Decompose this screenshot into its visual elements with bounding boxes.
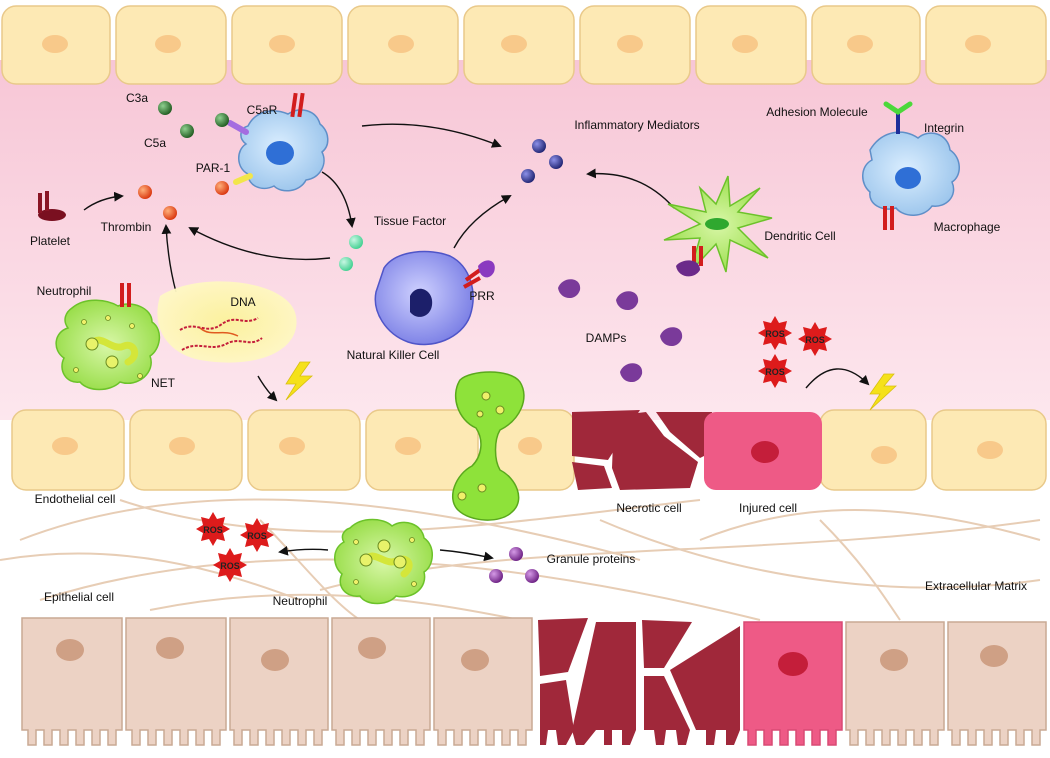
label-adhesion-molecule: Adhesion Molecule bbox=[766, 105, 868, 119]
platelet bbox=[38, 191, 66, 221]
label-par1: PAR-1 bbox=[196, 161, 231, 175]
ros-star: ROS bbox=[196, 512, 230, 546]
epithelial-cell bbox=[331, 617, 431, 746]
necrotic-endothelial-cell bbox=[572, 410, 712, 490]
endothelial-cell bbox=[129, 409, 243, 491]
label-injured-cell: Injured cell bbox=[739, 501, 797, 515]
label-c5ar: C5aR bbox=[247, 103, 278, 117]
inflammatory-mediator bbox=[521, 169, 535, 183]
tissue-factor-molecule bbox=[339, 257, 353, 271]
label-macrophage: Macrophage bbox=[934, 220, 1001, 234]
endothelial-row-top bbox=[1, 5, 1047, 85]
label-endothelial-cell: Endothelial cell bbox=[35, 492, 116, 506]
svg-text:ROS: ROS bbox=[220, 561, 240, 571]
natural-killer-cell bbox=[374, 250, 495, 346]
ros-star: ROS bbox=[240, 518, 274, 552]
injured-endothelial-cell bbox=[704, 412, 822, 490]
endothelial-cell bbox=[347, 5, 459, 85]
ros-group-tissue: ROS ROS ROS bbox=[196, 512, 274, 582]
damage-bolt-icon bbox=[869, 373, 898, 411]
endothelial-cell bbox=[247, 409, 361, 491]
epithelial-cell bbox=[125, 617, 227, 746]
label-granule-proteins: Granule proteins bbox=[547, 552, 636, 566]
label-neutrophil-top: Neutrophil bbox=[37, 284, 92, 298]
endothelial-cell bbox=[819, 409, 927, 491]
endothelial-cell bbox=[115, 5, 227, 85]
label-integrin: Integrin bbox=[924, 121, 964, 135]
ros-group-lumen: ROS ROS ROS bbox=[758, 316, 832, 388]
dendritic-cell bbox=[663, 175, 773, 277]
epithelial-row bbox=[21, 617, 1047, 746]
granule-protein bbox=[509, 547, 523, 561]
svg-text:ROS: ROS bbox=[247, 531, 267, 541]
inflammatory-mediator bbox=[532, 139, 546, 153]
injured-epithelial-cell bbox=[743, 621, 843, 746]
label-platelet: Platelet bbox=[30, 234, 71, 248]
transmigrating-neutrophil bbox=[452, 371, 525, 521]
svg-text:ROS: ROS bbox=[203, 525, 223, 535]
label-dendritic-cell: Dendritic Cell bbox=[764, 229, 835, 243]
macrophage-cell bbox=[862, 101, 960, 230]
label-thrombin: Thrombin bbox=[101, 220, 152, 234]
label-prr: PRR bbox=[469, 289, 495, 303]
c5a-molecule bbox=[180, 124, 194, 138]
damage-bolt-icon bbox=[285, 361, 314, 401]
epithelial-cell bbox=[21, 617, 123, 746]
c5ar-expressing-cell bbox=[215, 92, 329, 195]
tissue-factor-molecule bbox=[349, 235, 363, 249]
endothelial-cell bbox=[231, 5, 343, 85]
endothelial-cell bbox=[811, 5, 921, 85]
thrombin-molecule bbox=[138, 185, 152, 199]
label-c3a: C3a bbox=[126, 91, 148, 105]
label-damps: DAMPs bbox=[586, 331, 627, 345]
label-epithelial-cell: Epithelial cell bbox=[44, 590, 114, 604]
extracellular-matrix-fibers bbox=[0, 498, 1041, 621]
svg-text:ROS: ROS bbox=[765, 329, 785, 339]
granule-protein bbox=[489, 569, 503, 583]
svg-text:ROS: ROS bbox=[765, 367, 785, 377]
thrombin-molecule bbox=[163, 206, 177, 220]
endothelial-row-bottom bbox=[11, 409, 1047, 491]
endothelial-cell bbox=[365, 409, 479, 491]
c3a-molecule bbox=[158, 101, 172, 115]
endothelial-cell bbox=[695, 5, 807, 85]
endothelial-cell bbox=[931, 409, 1047, 491]
label-dna: DNA bbox=[230, 295, 255, 309]
label-tissue-factor: Tissue Factor bbox=[374, 214, 446, 228]
endothelial-cell bbox=[11, 409, 125, 491]
label-necrotic-cell: Necrotic cell bbox=[616, 501, 681, 515]
pathway-arrows bbox=[83, 123, 870, 562]
label-c5a: C5a bbox=[144, 136, 166, 150]
damps-molecules bbox=[558, 279, 683, 383]
svg-text:ROS: ROS bbox=[805, 335, 825, 345]
ros-star: ROS bbox=[758, 354, 792, 388]
necrotic-epithelial-cell bbox=[538, 618, 740, 745]
epithelial-cell bbox=[229, 617, 329, 746]
label-neutrophil-bottom: Neutrophil bbox=[273, 594, 328, 608]
label-inflammatory-mediators: Inflammatory Mediators bbox=[574, 118, 699, 132]
epithelial-cell bbox=[947, 621, 1047, 746]
net-neutrophil bbox=[55, 281, 297, 391]
tissue-neutrophil bbox=[334, 518, 433, 605]
epithelial-cell bbox=[845, 621, 945, 746]
vessel-lumen bbox=[0, 60, 1050, 420]
endothelial-cell bbox=[463, 5, 575, 85]
granule-protein bbox=[525, 569, 539, 583]
label-extracellular-matrix: Extracellular Matrix bbox=[925, 579, 1027, 593]
endothelial-cell bbox=[925, 5, 1047, 85]
endothelial-cell bbox=[1, 5, 111, 85]
ros-star: ROS bbox=[758, 316, 792, 350]
label-natural-killer-cell: Natural Killer Cell bbox=[347, 348, 440, 362]
inflammatory-mediator bbox=[549, 155, 563, 169]
ros-star: ROS bbox=[213, 548, 247, 582]
ros-star: ROS bbox=[798, 322, 832, 356]
label-net: NET bbox=[151, 376, 176, 390]
endothelial-cell bbox=[579, 5, 691, 85]
epithelial-cell bbox=[433, 617, 533, 746]
